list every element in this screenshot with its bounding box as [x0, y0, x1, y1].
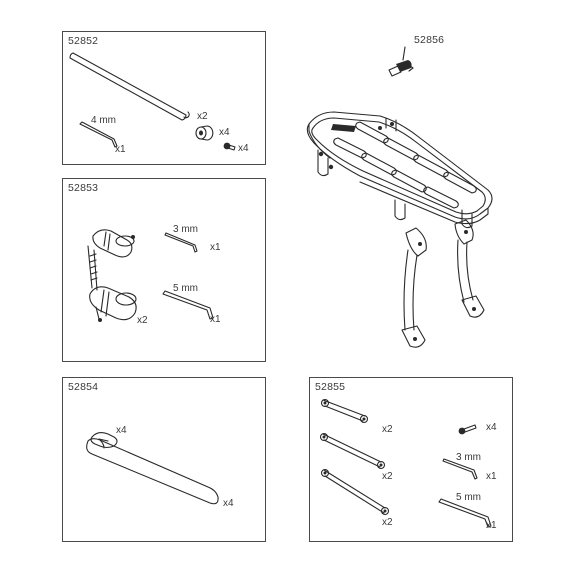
hex-key-size: 4 mm: [91, 115, 116, 126]
part-qty: x1: [486, 471, 497, 482]
part-qty: x2: [197, 111, 208, 122]
hex-key-size: 5 mm: [173, 283, 198, 294]
part-qty: x4: [238, 143, 249, 154]
kit-code: 52852: [68, 35, 99, 47]
kit-box-52852: [62, 31, 266, 165]
part-qty: x4: [223, 498, 234, 509]
part-qty: x1: [210, 242, 221, 253]
part-qty: x1: [210, 314, 221, 325]
part-qty: x2: [382, 471, 393, 482]
kit-box-52853: [62, 178, 266, 362]
part-qty: x1: [486, 520, 497, 531]
hex-key-size: 3 mm: [173, 224, 198, 235]
part-qty: x2: [382, 517, 393, 528]
hex-key-size: 3 mm: [456, 452, 481, 463]
part-qty: x4: [116, 425, 127, 436]
part-qty: x2: [382, 424, 393, 435]
kit-code: 52854: [68, 381, 99, 393]
kit-box-52855: [309, 377, 513, 542]
part-qty: x4: [219, 127, 230, 138]
kit-box-52854: [62, 377, 266, 542]
kit-code: 52855: [315, 381, 346, 393]
part-qty: x2: [137, 315, 148, 326]
keys-part-code: 52856: [414, 34, 445, 46]
part-qty: x1: [115, 144, 126, 155]
part-qty: x4: [486, 422, 497, 433]
hex-key-size: 5 mm: [456, 492, 481, 503]
kit-code: 52853: [68, 182, 99, 194]
